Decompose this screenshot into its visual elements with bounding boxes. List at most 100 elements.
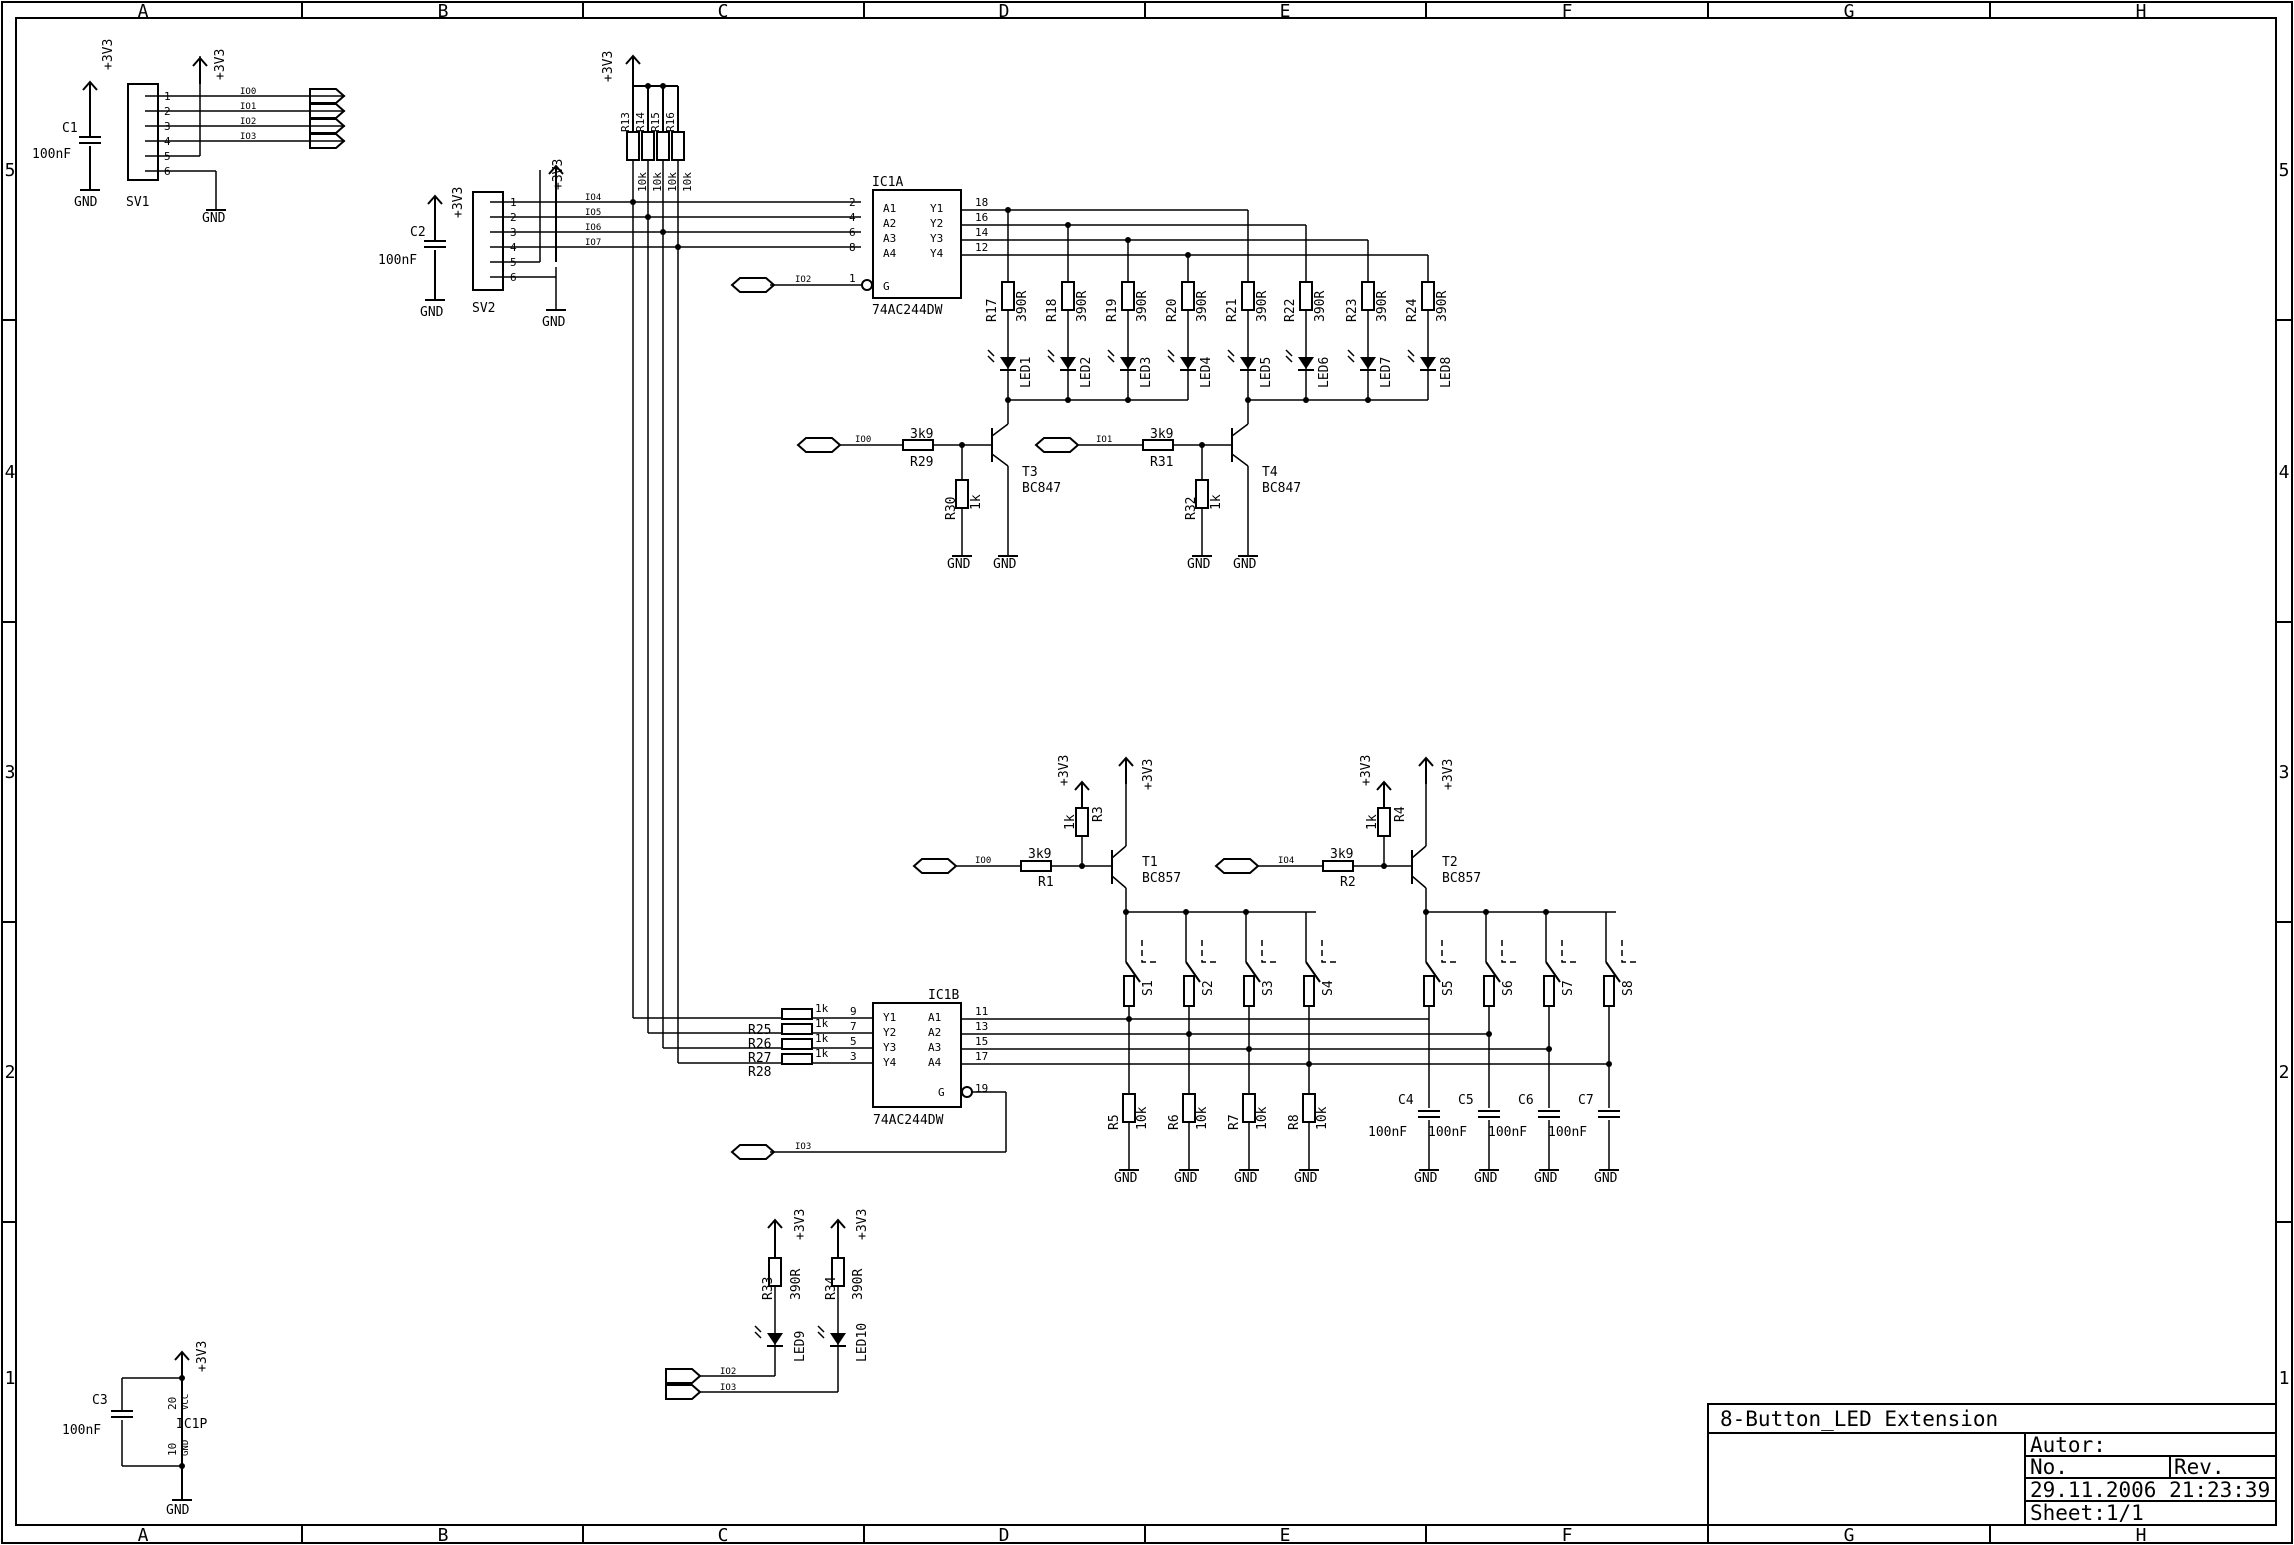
ic1a-y2: Y2	[930, 217, 943, 230]
row-1-left: 1	[5, 1368, 16, 1389]
r14-label: R14	[634, 112, 647, 132]
col-d-bottom: D	[999, 1525, 1010, 1545]
t3-part: BC847	[1022, 481, 1061, 496]
ic1a-a2: A2	[883, 217, 896, 230]
ic1a-buffer: IC1A 74AC244DW A1 A2 A3 A4 G Y1 Y2 Y3 Y4…	[731, 175, 1428, 318]
net-io0-t1: IO0	[975, 856, 991, 866]
ic1a-pin8: 8	[849, 241, 856, 254]
t2-emitter-supply: +3V3	[1441, 759, 1456, 790]
sv2-pin4: 4	[510, 241, 517, 254]
t2-label: T2	[1442, 855, 1458, 870]
r25-value: 1k	[815, 1002, 829, 1015]
c5-value: 100nF	[1428, 1125, 1467, 1140]
c3-value: 100nF	[62, 1423, 101, 1438]
r33-value: 390R	[789, 1269, 804, 1300]
sv1-pin2: 2	[164, 105, 171, 118]
r30-label: R30	[944, 497, 959, 520]
r19-label: R19	[1105, 299, 1120, 322]
col-b-bottom: B	[438, 1525, 449, 1545]
t2-driver: IO4 3k9 R2 +3V3 +3V3 1k R4 T2 BC857	[1215, 755, 1481, 912]
t1-emitter-supply: +3V3	[1141, 759, 1156, 790]
row-2-right: 2	[2279, 1062, 2290, 1083]
col-c-bottom: C	[718, 1525, 729, 1545]
r29-label: R29	[910, 455, 933, 470]
r4-value: 1k	[1365, 814, 1380, 830]
sv1-label: SV1	[126, 195, 149, 210]
title-block: 8-Button_LED Extension Autor: No. Rev. 2…	[1707, 1403, 2277, 1526]
ic1b-a3: A3	[928, 1041, 941, 1054]
ic1a-a3: A3	[883, 232, 896, 245]
row-1-right: 1	[2279, 1368, 2290, 1389]
col-g-top: G	[1844, 1, 1855, 22]
r22-label: R22	[1283, 299, 1298, 322]
r23-label: R23	[1345, 299, 1360, 322]
r23-value: 390R	[1375, 291, 1390, 322]
r26-value: 1k	[815, 1017, 829, 1030]
ic1b-pin5: 5	[850, 1035, 857, 1048]
r30-value: 1k	[969, 494, 984, 510]
c1-gnd: GND	[74, 195, 98, 210]
ic1a-pin14: 14	[975, 226, 989, 239]
r7-label: R7	[1227, 1114, 1242, 1130]
col-b-top: B	[438, 1, 449, 22]
r25-label: R25	[748, 1023, 771, 1038]
r7-gnd: GND	[1234, 1171, 1258, 1186]
t3-gnd-a: GND	[947, 557, 971, 572]
col-c-top: C	[718, 1, 729, 22]
sv1-pin4: 4	[164, 135, 171, 148]
sv2-label: SV2	[472, 301, 495, 316]
r1-label: R1	[1038, 875, 1054, 890]
s8-label: S8	[1621, 980, 1636, 996]
r20-value: 390R	[1195, 291, 1210, 322]
c3-label: C3	[92, 1393, 108, 1408]
r1-value: 3k9	[1028, 847, 1051, 862]
s7-label: S7	[1561, 980, 1576, 996]
row-3-right: 3	[2279, 762, 2290, 783]
ic1b-pin13: 13	[975, 1020, 988, 1033]
led10-label: LED10	[855, 1323, 870, 1362]
ic1b-a2: A2	[928, 1026, 941, 1039]
r20-label: R20	[1165, 299, 1180, 322]
sv2-supply-label: +3V3	[551, 159, 566, 190]
net-io2-ic1a: IO2	[795, 275, 811, 285]
row-3-left: 3	[5, 762, 16, 783]
r4-label: R4	[1393, 806, 1408, 822]
r17-value: 390R	[1015, 291, 1030, 322]
s3-label: S3	[1261, 980, 1276, 996]
ic1b-buffer: IC1B 74AC244DW Y1 Y2 Y3 Y4 A1 A2 A3 A4 G…	[731, 988, 1612, 1160]
sv1-pin6: 6	[164, 165, 171, 178]
led8-label: LED8	[1439, 357, 1454, 388]
s1-label: S1	[1141, 980, 1156, 996]
c4-gnd: GND	[1414, 1171, 1438, 1186]
ic1b-pin11: 11	[975, 1005, 988, 1018]
r24-label: R24	[1405, 298, 1420, 322]
net-io4-sv2: IO4	[585, 193, 601, 203]
c4-label: C4	[1398, 1093, 1414, 1108]
title-block-no: No.	[2030, 1455, 2068, 1479]
row-4-left: 4	[5, 462, 16, 483]
ic1a-y4: Y4	[930, 247, 944, 260]
ic1p-pin20: 20	[166, 1397, 179, 1410]
title-block-rev: Rev.	[2174, 1455, 2225, 1479]
r24-value: 390R	[1435, 291, 1450, 322]
ic1b-y2: Y2	[883, 1026, 896, 1039]
net-io0-t3: IO0	[855, 435, 871, 445]
r13-label: R13	[619, 112, 632, 132]
net-io7-sv2: IO7	[585, 238, 601, 248]
ic1b-label: IC1B	[928, 988, 959, 1003]
ic1a-pin16: 16	[975, 211, 988, 224]
r8-value: 10k	[1315, 1106, 1330, 1130]
led7-label: LED7	[1379, 357, 1394, 388]
ic1b-a4: A4	[928, 1056, 942, 1069]
ic1a-pin1: 1	[849, 272, 856, 285]
sv1-connector: SV1 +3V3 GND 1 2 3 4 5 6 IO0 IO1 IO2 IO3	[126, 49, 345, 226]
c2-capacitor: +3V3 C2 100nF GND	[378, 187, 466, 320]
r22-value: 390R	[1313, 291, 1328, 322]
switches-s5-s8: S5 S6 S7 S8	[1423, 909, 1640, 1007]
r8-gnd: GND	[1294, 1171, 1318, 1186]
r32-value: 1k	[1209, 494, 1224, 510]
series-resistors: R25 R26 R27 R28 1k 1k 1k 1k	[633, 1002, 873, 1080]
ic1b-g: G	[938, 1086, 945, 1099]
led9-supply: +3V3	[793, 1209, 808, 1240]
